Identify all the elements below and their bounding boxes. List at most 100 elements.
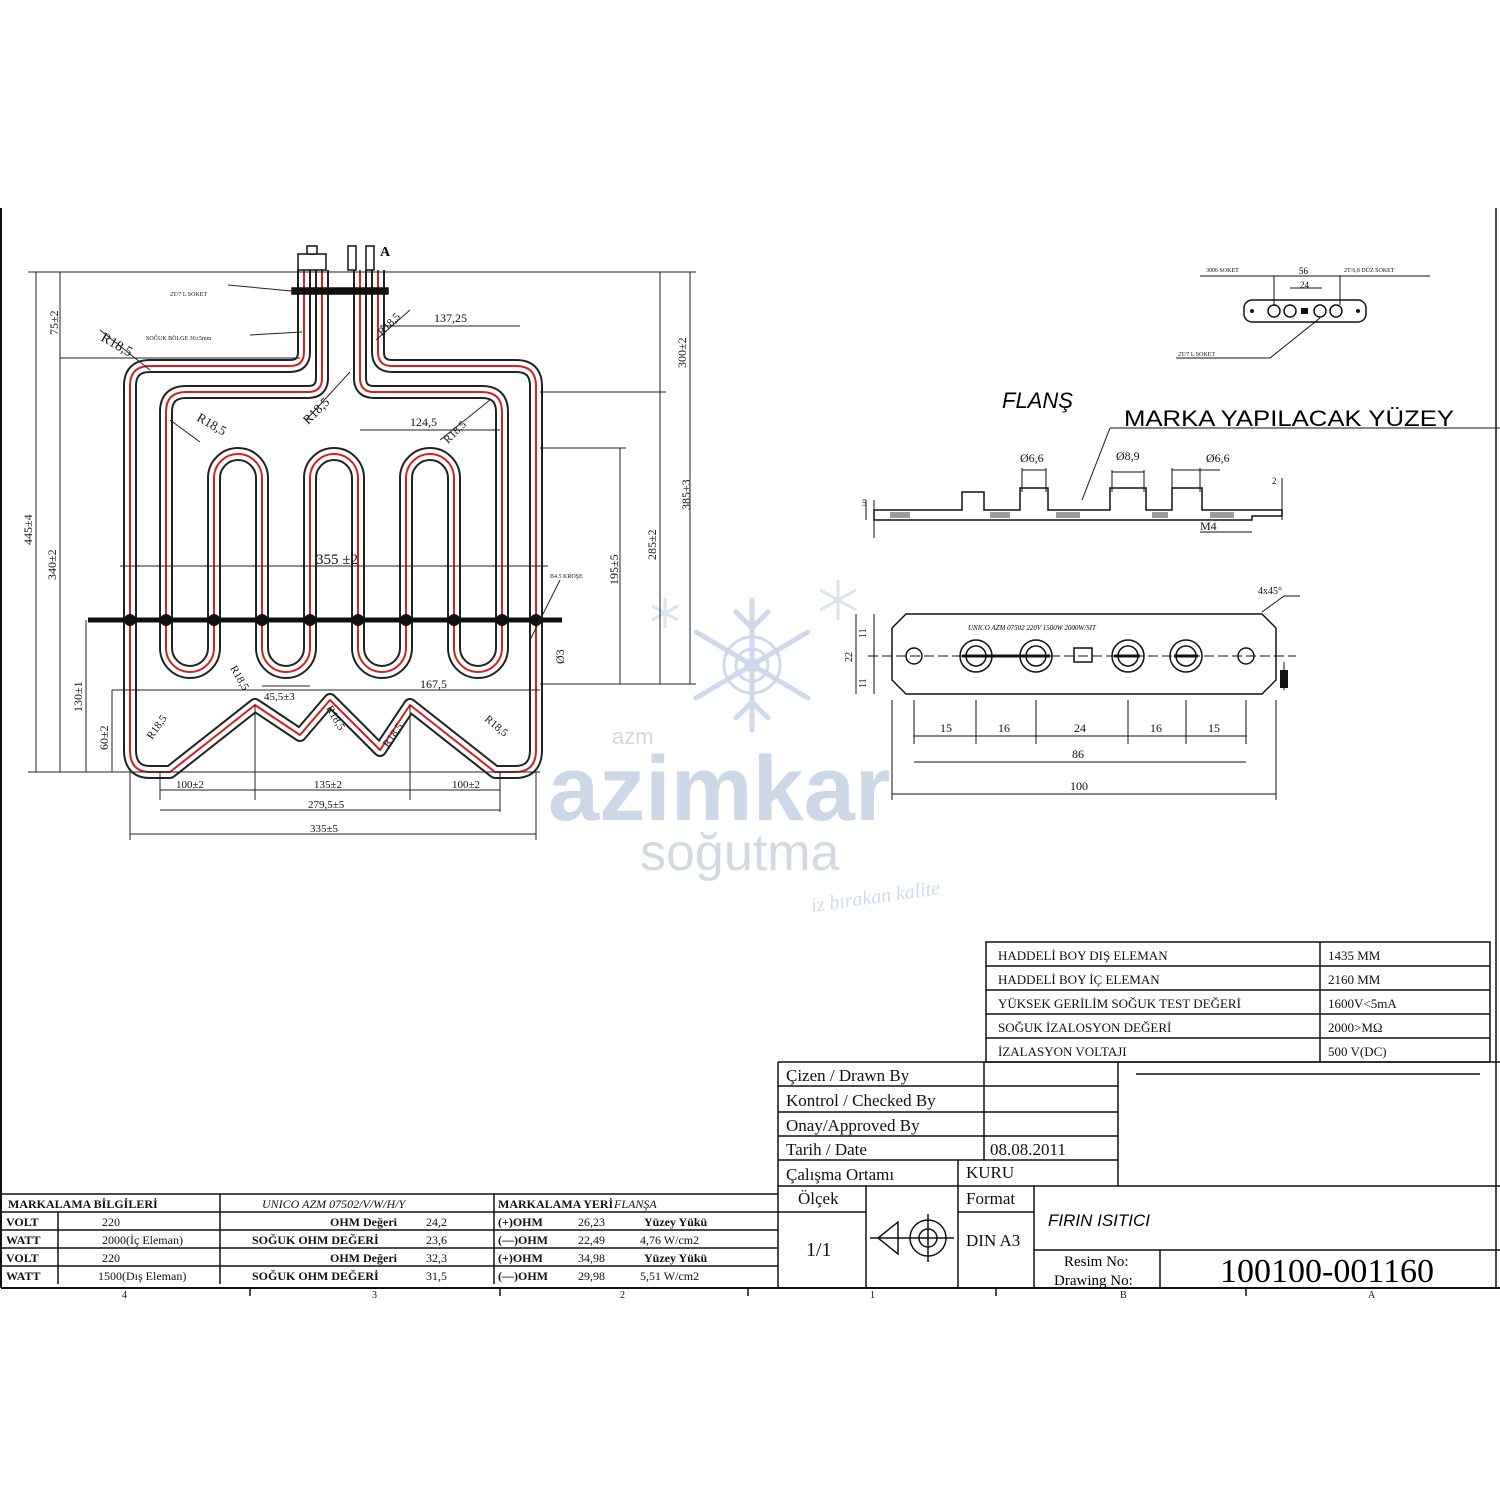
dim-45: 45,5±3 bbox=[264, 691, 295, 703]
flange-thread: M4 bbox=[1200, 519, 1217, 533]
bottom-ruler bbox=[249, 1288, 1247, 1296]
dim-355: 355 ±2 bbox=[316, 552, 358, 568]
flange-chamfer: 4x45° bbox=[1258, 586, 1282, 597]
marking-row-3-key: WATT bbox=[6, 1269, 40, 1283]
dim-r-right-inner: R18,5 bbox=[442, 418, 470, 446]
dim-385: 385±3 bbox=[679, 479, 693, 510]
dimension-lines bbox=[28, 271, 696, 840]
spec-value-2: 1600V<5mA bbox=[1328, 996, 1397, 1011]
ruler-mark-2: 2 bbox=[620, 1290, 625, 1301]
dim-279: 279,5±5 bbox=[308, 799, 345, 811]
dim-r-center: R18,5 bbox=[300, 394, 333, 427]
marking-row-1-ohm-label: SOĞUK OHM DEĞERİ bbox=[252, 1233, 379, 1247]
watermark-tagline: iz bırakan kalite bbox=[810, 877, 942, 917]
dim-300: 300±2 bbox=[675, 337, 689, 368]
ruler-mark-3: 1 bbox=[870, 1290, 875, 1301]
checked-by-label: Kontrol / Checked By bbox=[786, 1091, 936, 1110]
dim-285: 285±2 bbox=[645, 529, 659, 560]
sheet-border bbox=[0, 208, 1500, 1289]
flange-w16b: 16 bbox=[1150, 721, 1162, 735]
ruler-mark-5: A bbox=[1368, 1290, 1376, 1301]
marking-place-label: MARKALAMA YERİ bbox=[498, 1197, 614, 1211]
marking-row-0-pm: (+)OHM bbox=[498, 1215, 543, 1229]
dim-167: 167,5 bbox=[420, 677, 447, 691]
marking-row-2-pm-val: 34,98 bbox=[578, 1251, 605, 1265]
drawn-by-label: Çizen / Drawn By bbox=[786, 1066, 910, 1085]
flange-profile bbox=[873, 487, 1283, 521]
part-name: FIRIN ISITICI bbox=[1048, 1211, 1150, 1230]
date-label: Tarih / Date bbox=[786, 1140, 867, 1159]
marking-row-3-ohm: 31,5 bbox=[426, 1269, 447, 1283]
spec-label-0: HADDELİ BOY DIŞ ELEMAN bbox=[998, 948, 1168, 963]
drawing-number: 100100-001160 bbox=[1220, 1253, 1434, 1290]
spec-value-1: 2160 MM bbox=[1328, 972, 1381, 987]
dim-340: 340±2 bbox=[45, 549, 59, 580]
projection-symbol-icon bbox=[870, 1214, 954, 1262]
scale-value: 1/1 bbox=[806, 1239, 832, 1261]
marking-row-3-pm: (—)OHM bbox=[498, 1269, 548, 1283]
dim-r-loop: R18,5 bbox=[227, 664, 251, 693]
marking-row-1-load: 4,76 W/cm2 bbox=[640, 1233, 699, 1247]
flange-d3: Ø6,6 bbox=[1206, 451, 1230, 465]
spec-label-1: HADDELİ BOY İÇ ELEMAN bbox=[998, 972, 1160, 987]
flange-w86: 86 bbox=[1072, 747, 1084, 761]
socket-dim-56: 56 bbox=[1299, 266, 1309, 276]
marking-row-1-ohm: 23,6 bbox=[426, 1233, 447, 1247]
dim-r-left-top: R18,5 bbox=[98, 330, 135, 360]
spec-table: HADDELİ BOY DIŞ ELEMAN 1435 MM HADDELİ B… bbox=[985, 941, 1491, 1063]
dim-100b: 100±2 bbox=[452, 779, 480, 791]
socket-left-label: 3006 SOKET bbox=[1206, 268, 1239, 274]
drawing-no-label-1: Resim No: bbox=[1064, 1254, 1129, 1270]
watermark-sub: soğutma bbox=[640, 824, 840, 882]
marking-row-0-ohm-label: OHM Değeri bbox=[330, 1215, 398, 1229]
dim-195: 195±5 bbox=[607, 554, 621, 585]
note-socket-top: 2T/7 L SOKET bbox=[170, 292, 207, 298]
flange-d1: Ø6,6 bbox=[1020, 451, 1044, 465]
marking-row-1-pm: (—)OHM bbox=[498, 1233, 548, 1247]
marking-row-1-pm-val: 22,49 bbox=[578, 1233, 605, 1247]
socket-bottom-label: 2T/7 L SOKET bbox=[1178, 352, 1215, 358]
marking-surface-label: MARKA YAPILACAK YÜZEY bbox=[1124, 406, 1454, 431]
marking-row-0-key: VOLT bbox=[6, 1215, 39, 1229]
flange-h2: 2 bbox=[1272, 476, 1277, 486]
spec-label-3: SOĞUK İZALOSYON DEĞERİ bbox=[998, 1020, 1171, 1035]
marking-row-3-load: 5,51 W/cm2 bbox=[640, 1269, 699, 1283]
environment-label: Çalışma Ortamı bbox=[786, 1165, 894, 1184]
scale-label: Ölçek bbox=[798, 1189, 839, 1208]
heater-notes: 2T/7 L SOKET SOĞUK BÖLGE 30±5mm B4.5 KRO… bbox=[146, 292, 583, 580]
spec-label-4: İZALASYON VOLTAJI bbox=[998, 1044, 1127, 1059]
dim-60: 60±2 bbox=[97, 725, 111, 750]
marking-row-2-ohm: 32,3 bbox=[426, 1251, 447, 1265]
snowflake-icon bbox=[693, 597, 811, 733]
watermark-brand: azimkar bbox=[548, 738, 891, 840]
marking-row-3-ohm-label: SOĞUK OHM DEĞERİ bbox=[252, 1269, 379, 1283]
flange-h22: 22 bbox=[844, 652, 855, 662]
spec-value-3: 2000>MΩ bbox=[1328, 1020, 1383, 1035]
date-value: 08.08.2011 bbox=[990, 1140, 1066, 1159]
flange-h5: 5 bbox=[862, 498, 867, 508]
dim-r-bottom-right2: R18,5 bbox=[482, 713, 510, 740]
marking-row-2-pm: (+)OHM bbox=[498, 1251, 543, 1265]
marking-row-2-ohm-label: OHM Değeri bbox=[330, 1251, 398, 1265]
outer-element bbox=[123, 270, 543, 779]
marking-place: FLANŞA bbox=[613, 1197, 657, 1211]
flange-section: FLANŞ MARKA YAPILACAK YÜZEY bbox=[844, 388, 1500, 800]
marking-row-0-load-label: Yüzey Yükü bbox=[644, 1215, 708, 1229]
dim-135: 135±2 bbox=[314, 779, 342, 791]
ruler-mark-4: B bbox=[1120, 1290, 1127, 1301]
title-block: Çizen / Drawn By Kontrol / Checked By On… bbox=[777, 1061, 1500, 1290]
spec-value-0: 1435 MM bbox=[1328, 948, 1381, 963]
dim-r-bottom-left: R18,5 bbox=[145, 713, 170, 742]
ruler-mark-0: 4 bbox=[122, 1290, 127, 1301]
support-bar bbox=[88, 614, 562, 626]
socket-dim-24: 24 bbox=[1300, 280, 1310, 290]
marking-row-1-value: 2000(İç Eleman) bbox=[102, 1233, 183, 1247]
flange-d2: Ø8,9 bbox=[1116, 449, 1140, 463]
flange-h11a: 11 bbox=[858, 628, 869, 638]
dim-137: 137,25 bbox=[434, 311, 467, 325]
terminal-label: A bbox=[380, 245, 391, 260]
dim-124: 124,5 bbox=[410, 415, 437, 429]
dim-75: 75±2 bbox=[47, 310, 61, 335]
marking-table: MARKALAMA BİLGİLERİ UNICO AZM 07502/V/W/… bbox=[1, 1193, 778, 1284]
